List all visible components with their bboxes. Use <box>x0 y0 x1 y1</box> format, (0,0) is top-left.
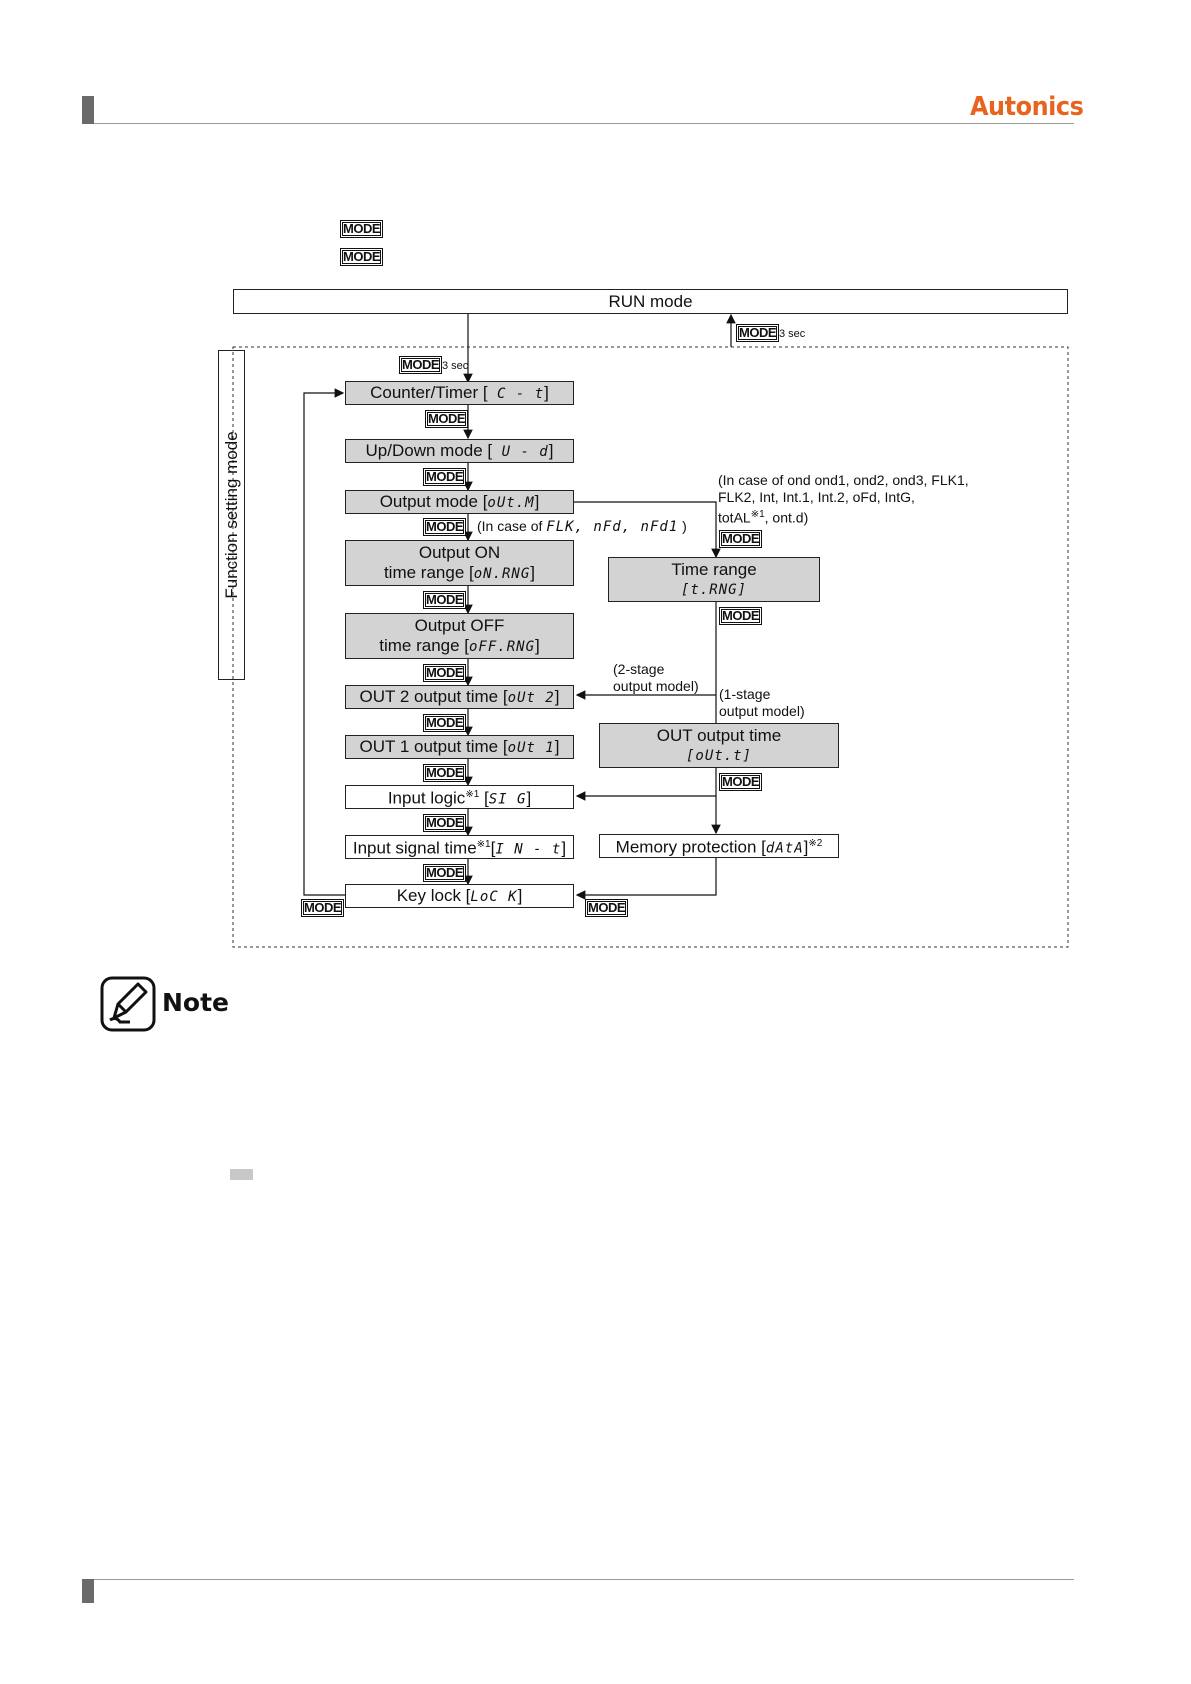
mode-key-9: MODE <box>423 864 466 882</box>
two-stage-label: (2-stage output model) <box>613 661 699 694</box>
counter-timer-box: Counter/Timer [ C - t] <box>345 381 574 405</box>
mode-key-1: MODE <box>425 410 468 428</box>
mode-key-8: MODE <box>423 814 466 832</box>
mode-key-2: MODE <box>423 468 466 486</box>
mode-key-7: MODE <box>423 764 466 782</box>
mode-key-3: MODE <box>423 518 466 536</box>
out-output-time-box: OUT output time [oUt.t] <box>599 723 839 768</box>
mode-key-memory-return: MODE <box>585 899 628 917</box>
mode-key-4: MODE <box>423 591 466 609</box>
mode-key-12: MODE <box>719 773 762 791</box>
out2-output-time-box: OUT 2 output time [oUt 2] <box>345 685 574 709</box>
key-lock-box: Key lock [LoC K] <box>345 884 574 908</box>
input-signal-time-box: Input signal time※1[I N - t] <box>345 835 574 859</box>
note-icon <box>100 976 156 1037</box>
input-logic-box: Input logic※1 [SI G] <box>345 785 574 809</box>
case-ond-note: (In case of ond ond1, ond2, ond3, FLK1, … <box>718 472 969 526</box>
mode-key-10: MODE <box>719 530 762 548</box>
memory-protection-box: Memory protection [dAtA]※2 <box>599 834 839 858</box>
one-stage-label: (1-stage output model) <box>719 686 805 719</box>
updown-box: Up/Down mode [ U - d] <box>345 439 574 463</box>
mode-key-keylock-return: MODE <box>301 899 344 917</box>
gray-marker <box>230 1169 253 1180</box>
footer-bar <box>82 1579 94 1603</box>
legend-mode-key-2: MODE <box>340 248 383 266</box>
output-on-box: Output ON time range [oN.RNG] <box>345 540 574 586</box>
out1-output-time-box: OUT 1 output time [oUt 1] <box>345 735 574 759</box>
mode-key-6: MODE <box>423 714 466 732</box>
time-range-box: Time range [t.RNG] <box>608 557 820 602</box>
header-rule <box>94 123 1074 124</box>
mode-key-11: MODE <box>719 607 762 625</box>
legend-mode-key-1: MODE <box>340 220 383 238</box>
header-bar <box>82 96 94 124</box>
brand-logo: Autonics <box>970 92 1084 122</box>
note-title: Note <box>162 988 230 1017</box>
run-mode-box: RUN mode <box>233 289 1068 314</box>
output-off-box: Output OFF time range [oFF.RNG] <box>345 613 574 659</box>
output-mode-box: Output mode [oUt.M] <box>345 490 574 514</box>
case-ftk-note: (In case of FLK, nFd, nFd1 ) <box>477 518 687 535</box>
mode-key-5: MODE <box>423 664 466 682</box>
footer-rule <box>94 1579 1074 1580</box>
function-setting-mode-label: Function setting mode <box>218 350 245 680</box>
